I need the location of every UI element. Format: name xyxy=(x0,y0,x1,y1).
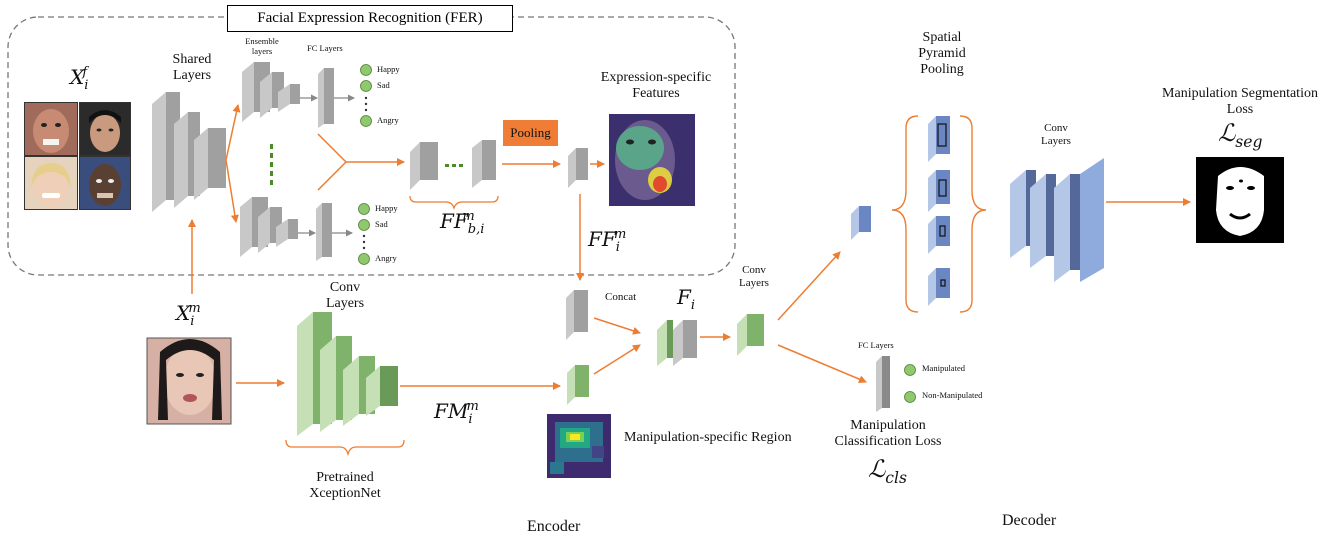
ffi-concat-block xyxy=(566,290,588,340)
ffb-brace xyxy=(409,195,499,211)
manipulation-region-heatmap xyxy=(547,414,611,478)
fi-symbol: Fi xyxy=(677,285,696,313)
middle-conv-layers-label: Conv Layers xyxy=(739,264,769,289)
manipulation-region-label: Manipulation-specific Region xyxy=(624,430,792,445)
decoder-conv-layers xyxy=(1010,158,1104,282)
arrow-ffi-to-concat xyxy=(593,317,641,335)
ffi-block xyxy=(568,148,588,188)
fer-title: Facial Expression Recognition (FER) xyxy=(227,5,513,32)
happy-top-label: Happy xyxy=(377,64,400,74)
merge-lines xyxy=(317,133,348,191)
shared-layers-block xyxy=(152,92,226,212)
fer-face-1 xyxy=(24,102,78,156)
encoder-label: Encoder xyxy=(527,518,581,535)
concat-label: Concat xyxy=(605,291,637,303)
angry-top-label: Angry xyxy=(377,115,399,125)
non-manipulated-label: Non-Manipulated xyxy=(922,390,983,400)
lseg-symbol: ℒseg xyxy=(1218,119,1263,151)
pretrained-xception-label: Pretrained XceptionNet xyxy=(309,470,381,502)
fmi-symbol: FMim xyxy=(434,399,479,427)
arrow-conv-to-fc xyxy=(777,344,867,383)
pooling-label: Pooling xyxy=(503,120,558,146)
ensemble-layers-label: Ensemble layers xyxy=(245,36,279,56)
fc-classifier-block xyxy=(876,356,916,412)
ensemble-ellipsis xyxy=(270,144,273,185)
spp-label: Spatial Pyramid Pooling xyxy=(918,30,966,78)
ffi-symbol: FFim xyxy=(588,227,627,255)
manipulated-label: Manipulated xyxy=(922,363,965,373)
decoder-input-block xyxy=(851,206,871,240)
spp-right-brace xyxy=(959,115,987,313)
ffb-symbol: FFb,im xyxy=(440,209,485,237)
sad-bottom-label: Sad xyxy=(375,219,388,229)
expression-heatmap-image xyxy=(609,114,695,206)
fer-face-2 xyxy=(79,102,131,156)
xim-symbol: Xim xyxy=(176,301,201,329)
fer-face-3 xyxy=(24,156,78,210)
classification-loss-label: Manipulation Classification Loss xyxy=(834,418,942,450)
encoder-conv-layers-label: Conv Layers xyxy=(325,280,365,312)
arrow-fm-to-concat xyxy=(593,344,641,375)
shared-layers-label: Shared Layers xyxy=(172,52,212,84)
lcls-symbol: ℒcls xyxy=(868,455,908,487)
angry-bottom-label: Angry xyxy=(375,253,397,263)
fi-concat-block xyxy=(657,320,697,366)
arrow-shared-to-ens-bottom xyxy=(225,159,239,223)
xception-conv-layers xyxy=(297,312,398,436)
ensemble-layers-top xyxy=(242,62,372,128)
ensemble-layers-bottom xyxy=(240,197,370,265)
xif-symbol: Xif xyxy=(70,65,89,93)
input-face-photo xyxy=(146,337,232,425)
spp-left-brace xyxy=(891,115,919,313)
decoder-conv-layers-label: Conv Layers xyxy=(1041,122,1071,147)
fc-layers-top-label: FC Layers xyxy=(307,43,343,53)
segmentation-mask-image xyxy=(1196,157,1284,243)
fm-block xyxy=(567,365,589,405)
arrow-shared-to-ens-top xyxy=(225,104,241,161)
spp-blocks xyxy=(928,116,950,306)
ffb-feature-blocks xyxy=(410,140,496,190)
decoder-label: Decoder xyxy=(1002,512,1057,529)
happy-bottom-label: Happy xyxy=(375,203,398,213)
fc-layers-cls-label: FC Layers xyxy=(858,340,894,350)
segmentation-loss-label: Manipulation Segmentation Loss xyxy=(1162,86,1318,118)
expression-features-label: Expression-specific Features xyxy=(600,70,712,102)
xception-brace xyxy=(285,439,405,457)
mid-conv-block xyxy=(737,314,764,356)
arrow-conv-to-spp xyxy=(777,251,841,321)
fer-face-4 xyxy=(79,156,131,210)
sad-top-label: Sad xyxy=(377,80,390,90)
